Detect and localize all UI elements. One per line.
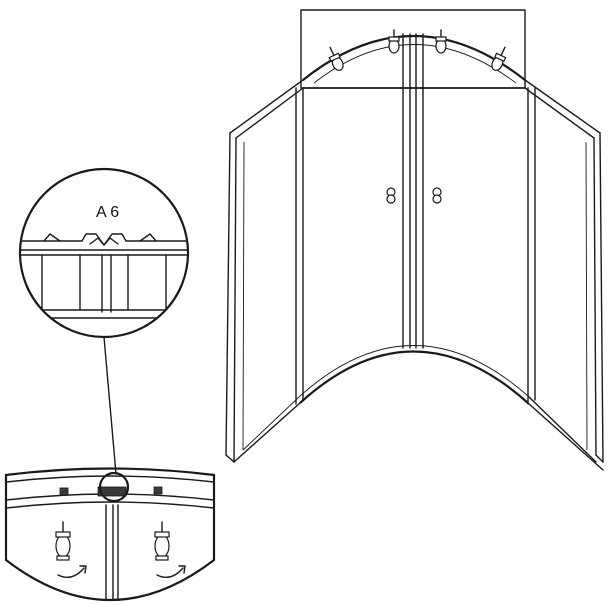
shower-enclosure bbox=[225, 9, 604, 471]
roller-icon bbox=[55, 521, 170, 561]
right-sliding-door bbox=[415, 33, 424, 349]
top-curved-rail-inner bbox=[313, 44, 517, 84]
left-fixed-panel bbox=[225, 79, 304, 463]
left-sliding-door bbox=[402, 33, 411, 349]
detail-marker-circle bbox=[98, 471, 130, 503]
bottom-detail-outline bbox=[4, 467, 216, 602]
callout-circle bbox=[18, 167, 190, 339]
top-detail-frame bbox=[300, 9, 526, 89]
bottom-detail bbox=[4, 467, 216, 602]
callout-label: A 6 bbox=[96, 204, 119, 221]
bottom-curved-rail bbox=[299, 350, 529, 404]
rotate-arrow-icon bbox=[57, 565, 186, 578]
callout-leader-line bbox=[103, 336, 117, 475]
door-knob-icon bbox=[386, 187, 442, 204]
roller-icon bbox=[328, 29, 507, 71]
right-fixed-panel bbox=[524, 79, 604, 471]
bottom-curved-rail-inner bbox=[299, 345, 529, 397]
detail-callout: A 6 bbox=[18, 167, 190, 339]
